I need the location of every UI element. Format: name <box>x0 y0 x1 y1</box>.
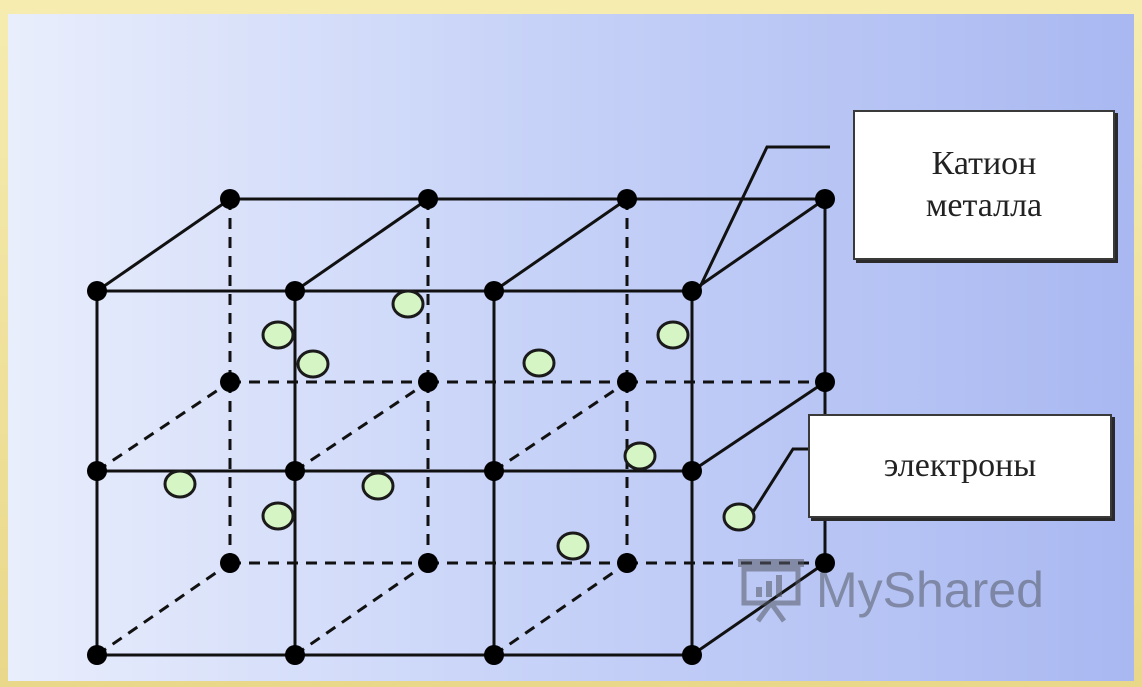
electron <box>556 531 590 561</box>
cation-node <box>484 281 504 301</box>
leader-lines <box>698 145 830 513</box>
electron <box>391 289 425 319</box>
cation-label: Катион металла <box>853 110 1115 260</box>
visible-edges <box>95 197 827 657</box>
cation-node <box>285 645 305 665</box>
cation-node <box>617 189 637 209</box>
cation-node <box>617 553 637 573</box>
depth-edge <box>691 561 826 657</box>
depth-edge <box>294 197 429 293</box>
depth-edge <box>493 380 628 473</box>
cation-node <box>484 645 504 665</box>
watermark-text: MyShared <box>816 562 1044 618</box>
cation-node <box>87 281 107 301</box>
presentation-board-icon <box>738 559 804 623</box>
depth-edge <box>96 380 231 473</box>
cation-node <box>815 189 835 209</box>
depth-edge <box>691 197 826 293</box>
depth-edge <box>96 561 231 657</box>
cation-node <box>682 461 702 481</box>
electron <box>722 502 756 532</box>
cation-node <box>682 281 702 301</box>
cation-node <box>418 372 438 392</box>
cation-node <box>220 372 240 392</box>
watermark: MyShared <box>734 550 1044 630</box>
electrons <box>163 289 756 561</box>
depth-edge <box>294 380 429 473</box>
electron <box>163 469 197 499</box>
cation-node <box>418 189 438 209</box>
cation-node <box>418 553 438 573</box>
electron <box>296 349 330 379</box>
depth-edge <box>691 380 826 473</box>
electrons-label: электроны <box>808 414 1112 518</box>
cations <box>87 189 835 665</box>
electron <box>522 348 556 378</box>
electron <box>623 441 657 471</box>
cation-node <box>87 645 107 665</box>
depth-edge <box>294 561 429 657</box>
cation-node <box>815 372 835 392</box>
electron <box>361 471 395 501</box>
cation-node <box>617 372 637 392</box>
cation-node <box>815 553 835 573</box>
electron <box>261 320 295 350</box>
depth-edge <box>96 197 231 293</box>
electron <box>656 320 690 350</box>
depth-edge <box>493 561 628 657</box>
cation-node <box>220 553 240 573</box>
cation-leader-line <box>698 145 830 288</box>
electron <box>261 501 295 531</box>
cation-node <box>285 461 305 481</box>
cation-node <box>285 281 305 301</box>
electron-leader-line <box>751 447 808 513</box>
cation-node <box>87 461 107 481</box>
cation-node <box>682 645 702 665</box>
hidden-edges <box>96 199 825 657</box>
cation-node <box>220 189 240 209</box>
cation-node <box>484 461 504 481</box>
depth-edge <box>493 197 628 293</box>
